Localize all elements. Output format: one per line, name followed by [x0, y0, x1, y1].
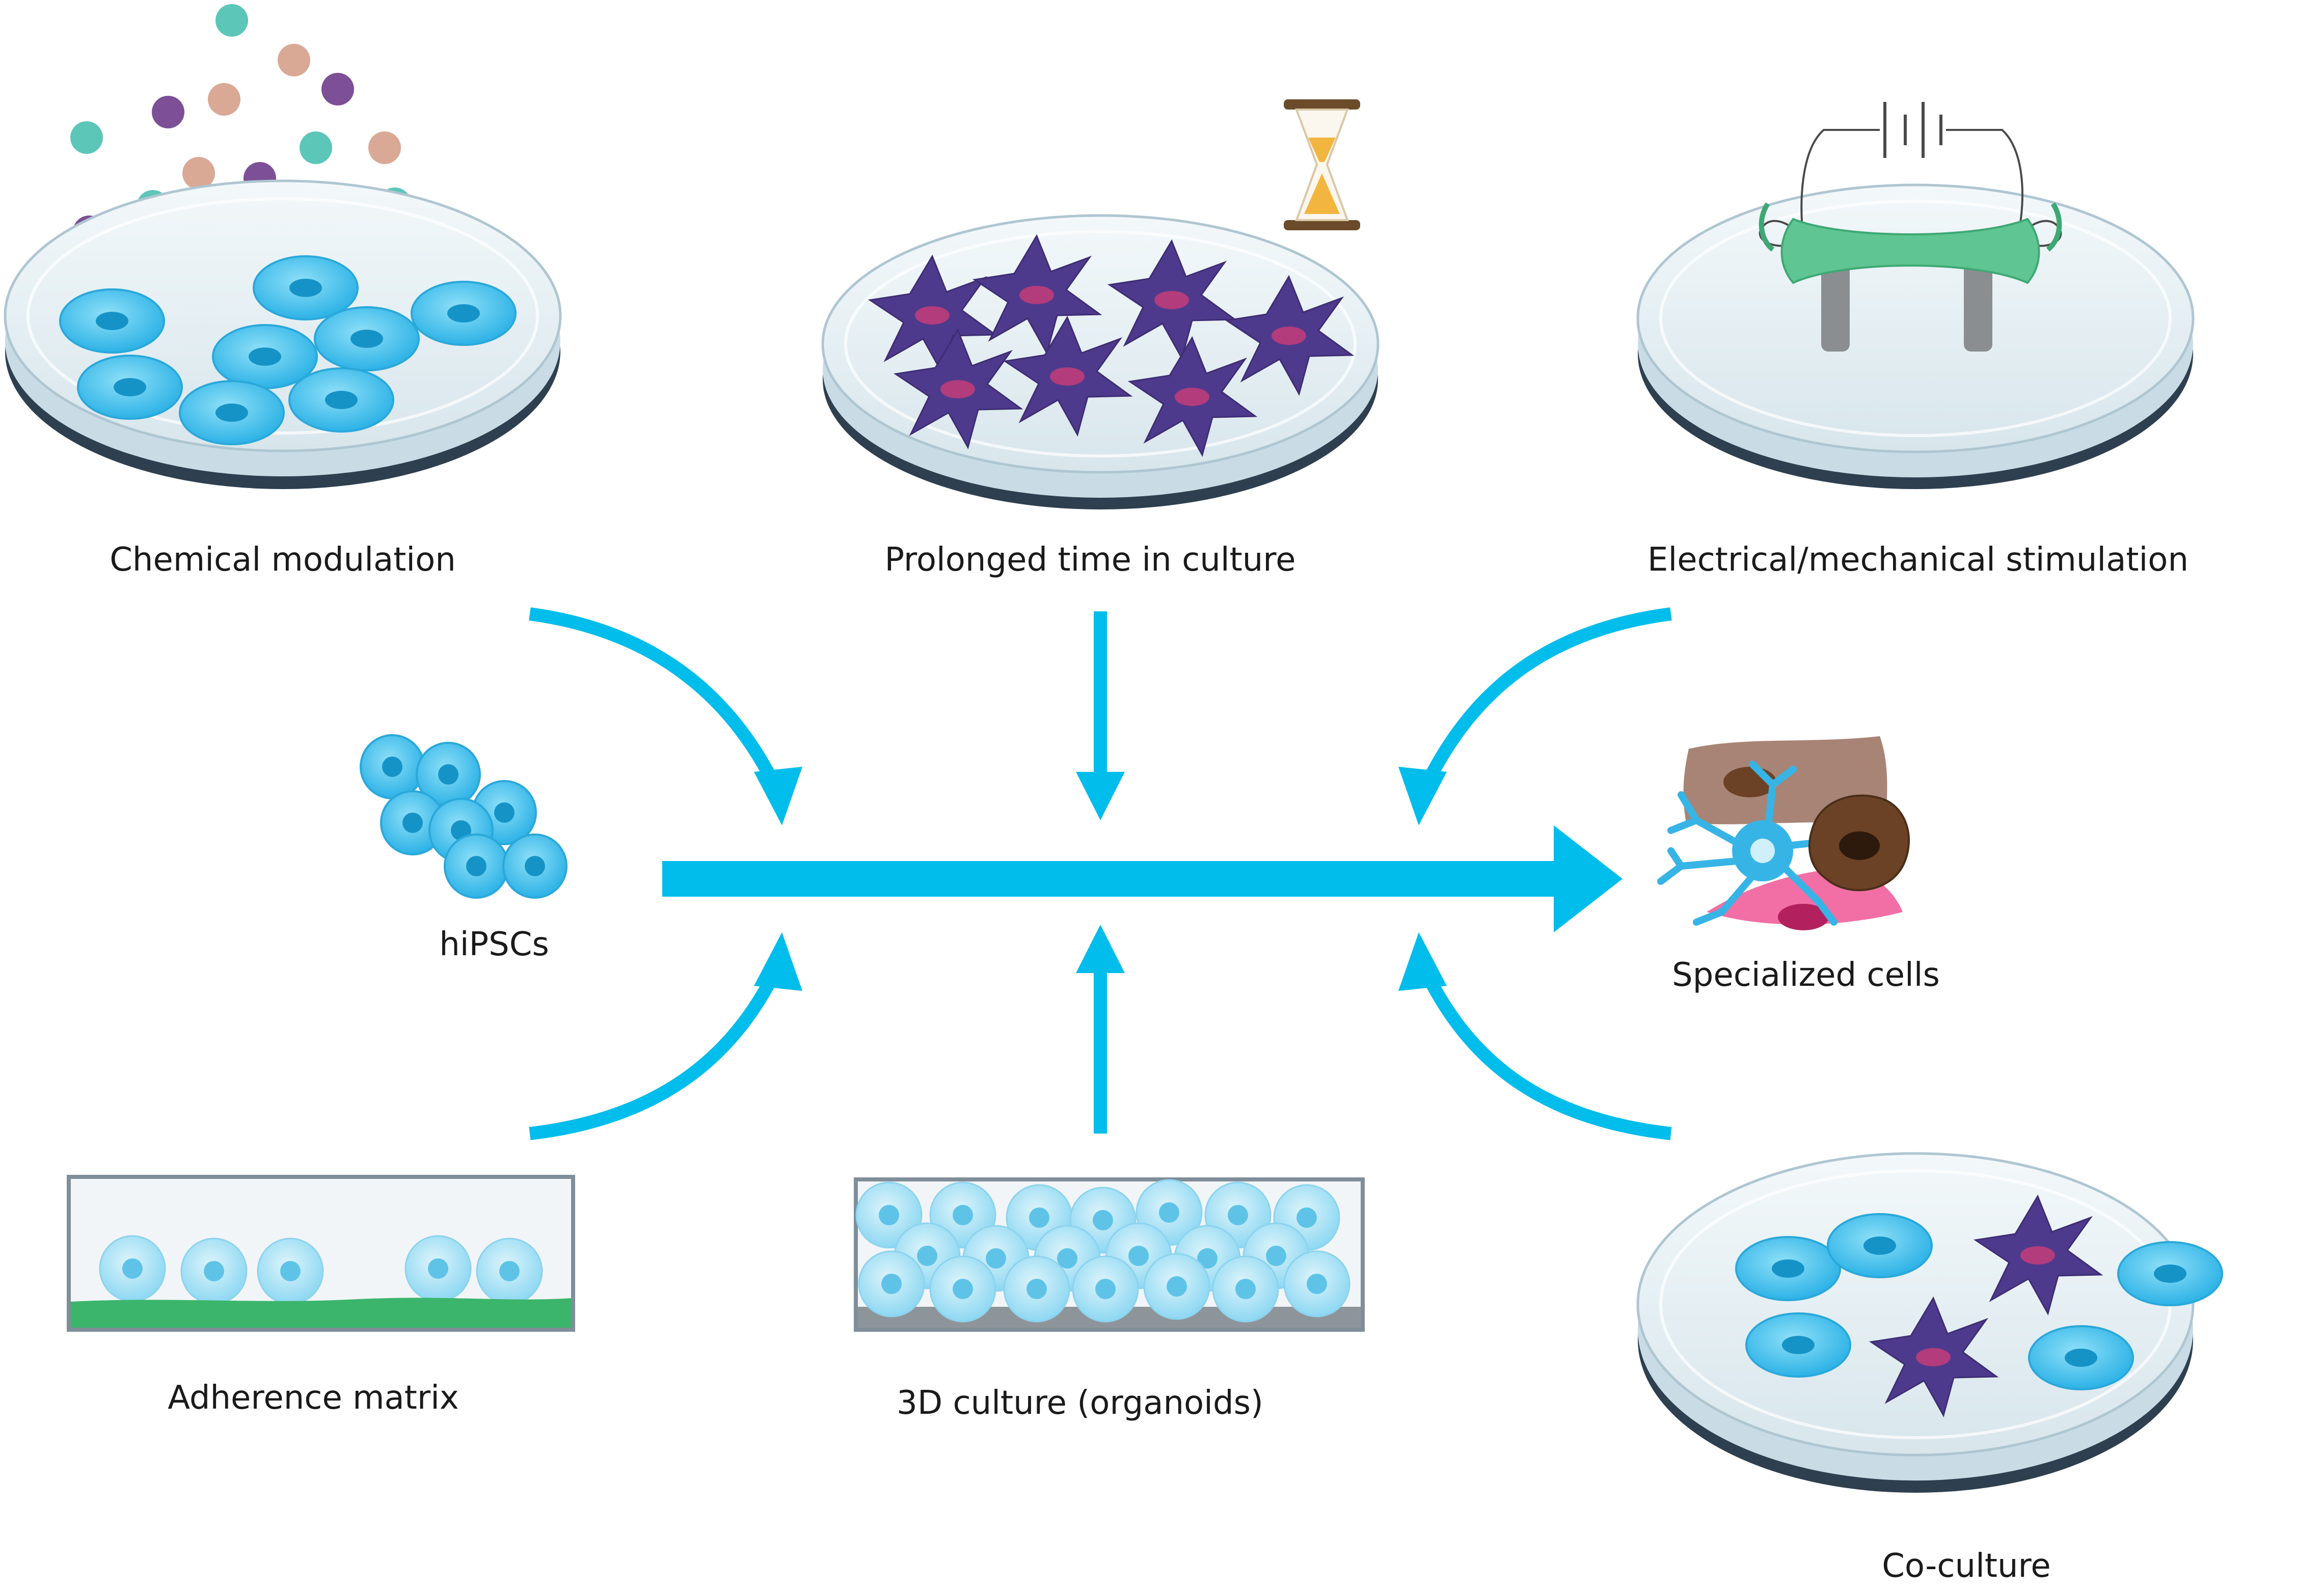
label-adherence-matrix: Adherence matrix [168, 1379, 459, 1417]
label-chemical-modulation: Chemical modulation [110, 541, 456, 579]
prolonged-time-illustration [821, 99, 1380, 509]
label-3d-culture: 3D culture (organoids) [897, 1384, 1263, 1422]
petri-dish [1636, 183, 2195, 489]
hourglass-icon [1284, 99, 1360, 230]
hipsc-cluster [360, 734, 568, 899]
specialized-cells-illustration [1657, 736, 1910, 930]
petri-dish [1636, 1152, 2195, 1493]
main-differentiation-arrow [662, 825, 1623, 932]
electrode-posts [1821, 250, 1992, 352]
label-hipscs: hiPSCs [439, 926, 549, 963]
arrow-heads [754, 767, 1447, 991]
electrical-stimulation-illustration [1636, 102, 2195, 489]
adherence-matrix-illustration [67, 1175, 575, 1332]
label-prolonged-time: Prolonged time in culture [884, 541, 1295, 579]
label-co-culture: Co-culture [1882, 1547, 2051, 1585]
tissue-bar [1780, 218, 2040, 284]
influence-arrows [529, 607, 1672, 1140]
co-culture-illustration [1636, 1152, 2223, 1493]
battery-icon [1883, 102, 1942, 158]
label-electrical-stimulation: Electrical/mechanical stimulation [1647, 541, 2188, 579]
organoid-culture-illustration [854, 1177, 1365, 1332]
chemical-modulation-illustration [4, 4, 562, 489]
label-specialized-cells: Specialized cells [1672, 956, 1940, 994]
matrix-layer [71, 1298, 571, 1328]
electrode-clips [1759, 202, 2062, 252]
